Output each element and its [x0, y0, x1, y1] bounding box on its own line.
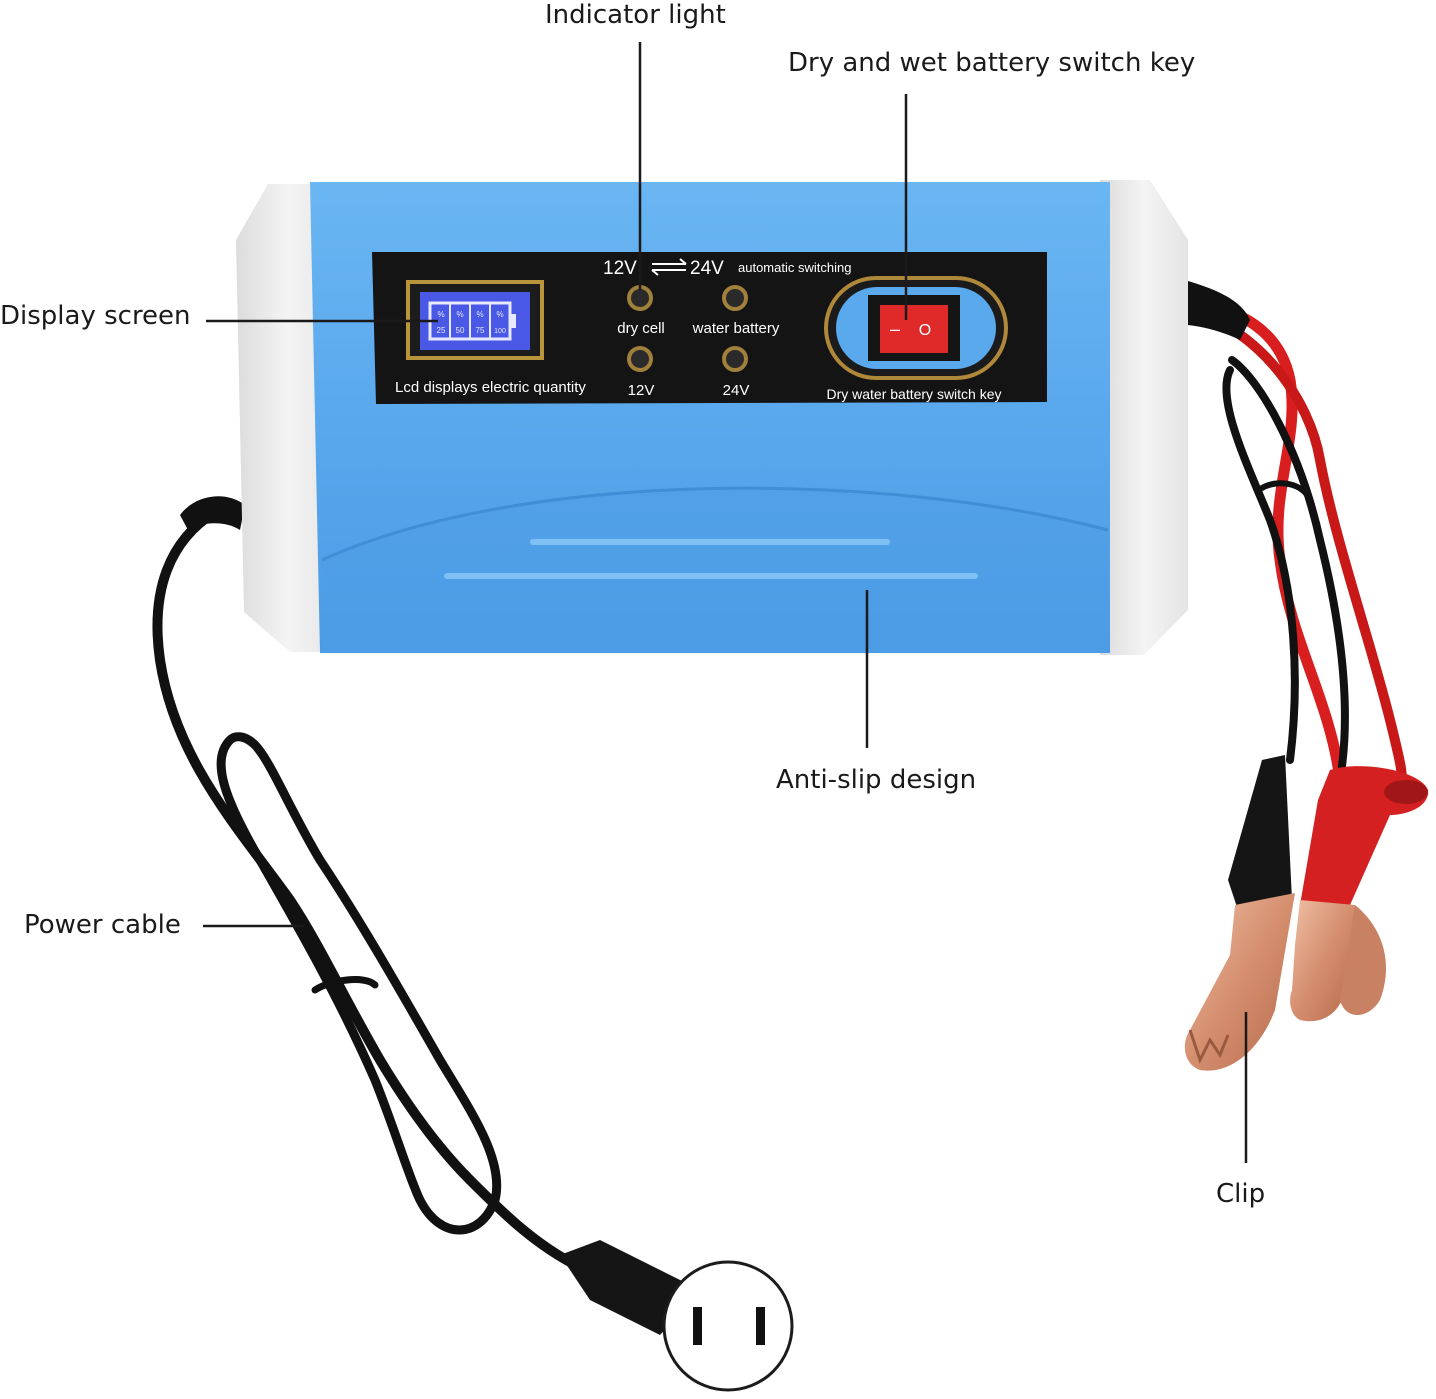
clamp-cables	[1184, 294, 1407, 795]
callout-display-screen: Display screen	[0, 301, 191, 331]
lcd-segment-75: 75	[476, 326, 485, 335]
leader-lines	[203, 42, 1248, 1163]
callout-anti-slip: Anti-slip design	[776, 765, 977, 795]
switch-arrows-icon	[651, 258, 687, 276]
anti-slip-ridge-2	[444, 573, 978, 579]
24v-label: 24V	[723, 382, 750, 399]
anti-slip-ridge-1	[530, 539, 890, 545]
callout-indicator-light: Indicator light	[545, 0, 726, 30]
red-clip	[1290, 766, 1429, 1022]
lcd-percent-3: %	[476, 310, 483, 319]
rocker-switch	[880, 305, 948, 353]
voltage-high-label: 24V	[690, 258, 724, 279]
lcd-segment-50: 50	[456, 326, 465, 335]
indicator-light-12v	[627, 346, 653, 372]
indicator-light-24v	[722, 346, 748, 372]
lcd-segment-labels: % % % % 25 50 75 100	[437, 310, 506, 335]
clamp-cable-strain-relief	[1185, 280, 1250, 340]
callout-switch-key: Dry and wet battery switch key	[788, 48, 1196, 78]
lcd-percent-4: %	[496, 310, 503, 319]
control-panel	[372, 252, 1047, 404]
lcd-segment-100: 100	[494, 328, 506, 335]
lcd-caption: Lcd displays electric quantity	[395, 379, 586, 396]
panel-text: 12V 24V automatic switching Lcd displays…	[395, 258, 1002, 402]
indicator-light-dry-cell	[627, 285, 653, 311]
switch-caption: Dry water battery switch key	[826, 386, 1001, 402]
black-clip	[1184, 755, 1295, 1071]
lcd-segment-25: 25	[437, 326, 446, 335]
dry-cell-label: dry cell	[617, 320, 665, 337]
auto-switching-label: automatic switching	[738, 260, 851, 275]
callout-clip: Clip	[1216, 1179, 1266, 1209]
anti-slip-relief	[322, 488, 1108, 652]
callout-power-cable: Power cable	[24, 910, 181, 940]
switch-off-symbol: –	[890, 319, 900, 339]
indicator-light-water-battery	[722, 285, 748, 311]
power-cable-strain-relief	[180, 496, 245, 530]
charger-body	[236, 180, 1188, 655]
power-plug	[560, 1240, 794, 1392]
switch-on-symbol: O	[919, 322, 931, 339]
12v-label: 12V	[628, 382, 655, 399]
lcd-percent-2: %	[456, 310, 463, 319]
voltage-low-label: 12V	[603, 258, 637, 279]
water-battery-label: water battery	[692, 320, 780, 337]
lcd-percent-1: %	[437, 310, 444, 319]
